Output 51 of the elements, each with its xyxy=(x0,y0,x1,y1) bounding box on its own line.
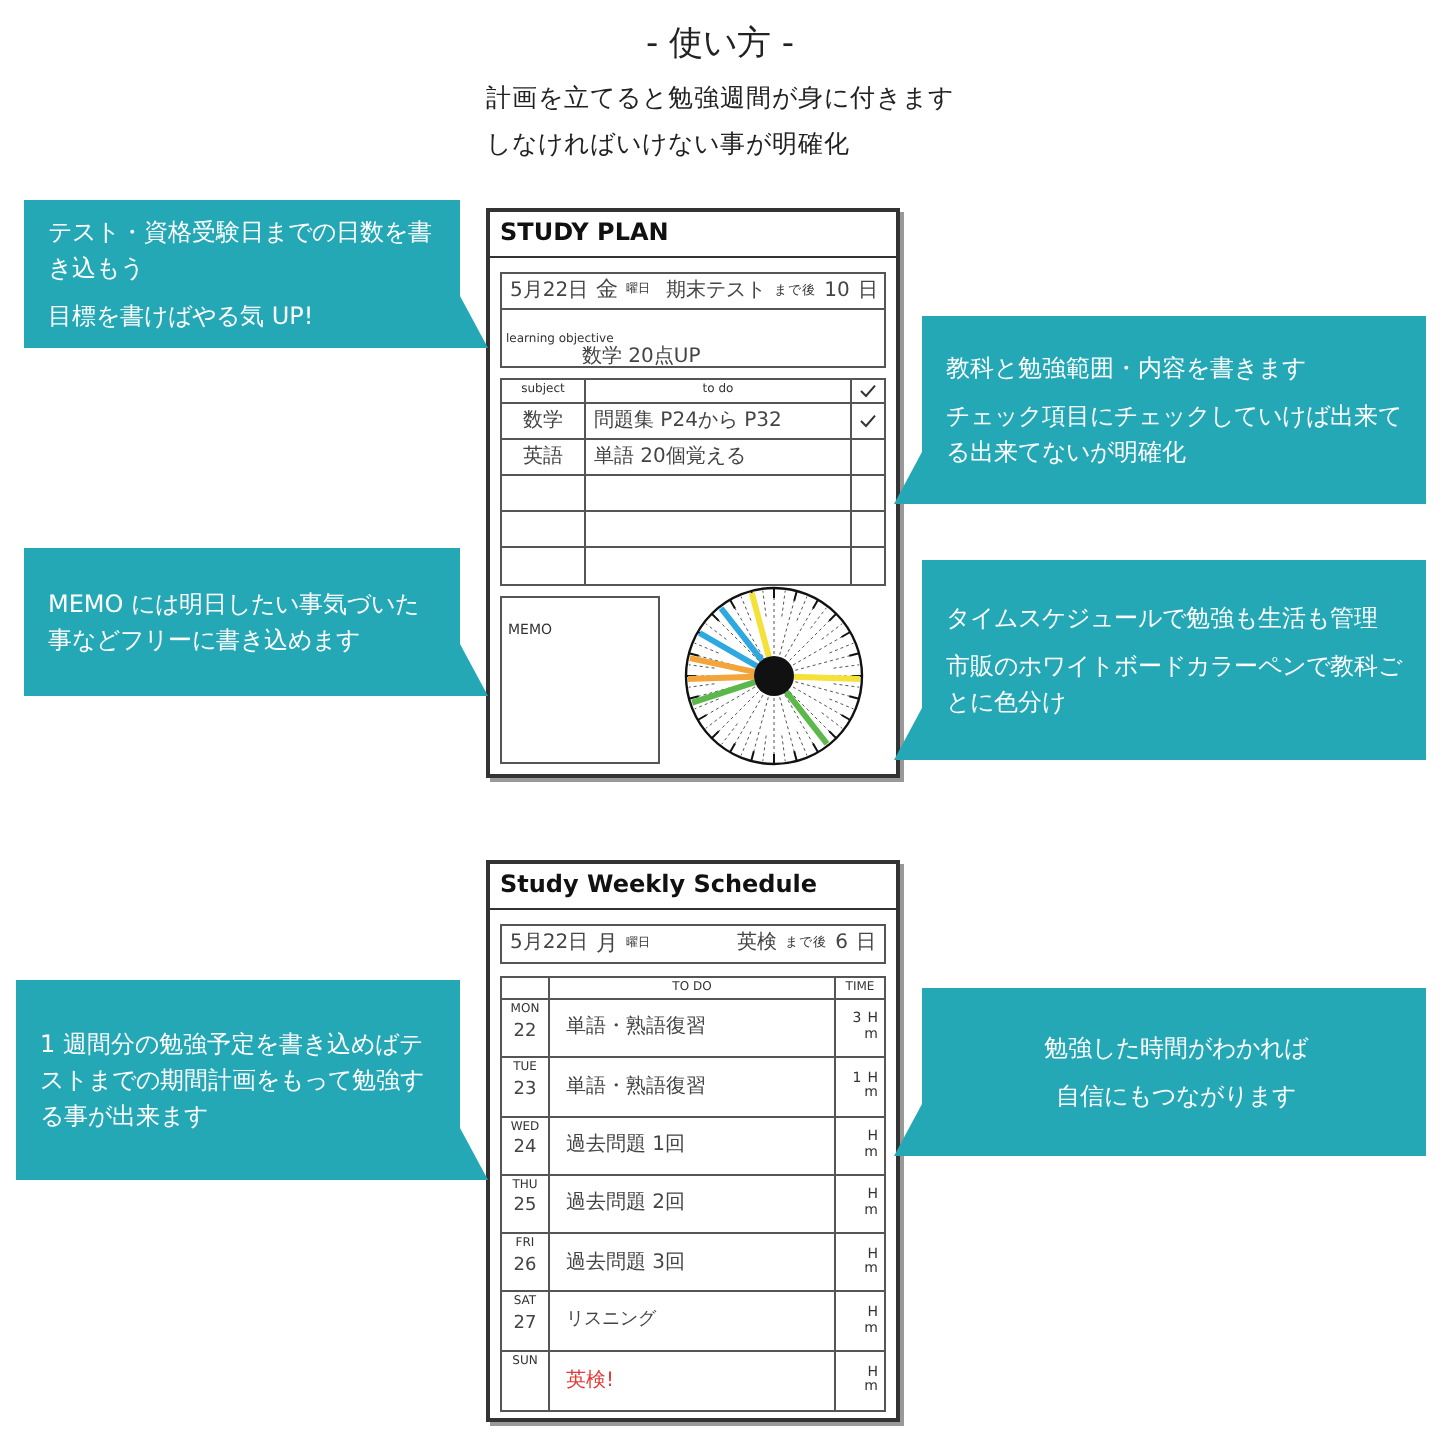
handwritten-text: 英検 xyxy=(737,932,778,956)
callout-text: タイムスケジュールで勉強も生活も管理 xyxy=(946,602,1378,636)
callout-text: チェック項目にチェックしていけば出来てる出来てないが明確化 xyxy=(946,400,1404,470)
handwritten-text: 月 xyxy=(596,931,619,957)
callout-bubble xyxy=(894,316,1426,504)
subtitle-text: 計画を立てると勉強週間が身に付きます xyxy=(486,82,954,116)
date-number: 26 xyxy=(513,1255,537,1277)
date-number: 27 xyxy=(513,1314,537,1335)
sheet-title: STUDY PLAN xyxy=(490,212,896,258)
callout-text: MEMO には明日したい事気づいた事などフリーに書き込めます xyxy=(48,588,422,658)
callout-text: テスト・資格受験日までの日数を書き込もう xyxy=(48,216,434,286)
callout-text: 勉強した時間がわかれば xyxy=(1044,1032,1308,1066)
handwritten-text: 問題集 P24から P32 xyxy=(594,409,782,433)
callout-text: 目標を書けばやる気 UP! xyxy=(48,300,314,334)
callout-bubble xyxy=(894,560,1426,760)
handwritten-text: 数学 20点UP xyxy=(582,346,701,368)
handwritten-text: 日 xyxy=(856,932,876,956)
handwritten-text: 期末テスト xyxy=(666,279,767,303)
handwritten-text: 5月22日 xyxy=(510,279,589,303)
weekly-schedule-sheet xyxy=(486,860,900,1422)
handwritten-text: 日 xyxy=(857,279,878,303)
handwritten-text: 過去問題 3回 xyxy=(566,1251,686,1275)
handwritten-text: 5月22日 xyxy=(510,932,589,956)
date-number: 25 xyxy=(513,1196,537,1218)
callout-text: 自信にもつながります xyxy=(1056,1080,1296,1114)
page-title: - 使い方 - xyxy=(643,22,797,66)
sheet-title: Study Weekly Schedule xyxy=(490,864,896,910)
date-number: 23 xyxy=(513,1079,537,1101)
handwritten-text: 金 xyxy=(596,278,619,304)
study-plan-sheet xyxy=(486,208,900,778)
handwritten-text: 10 xyxy=(824,279,850,303)
subtitle-text: しなければいけない事が明確化 xyxy=(486,128,850,162)
callout-text: 1 週間分の勉強予定を書き込めばテストまでの期間計画をもって勉強する事が出来ます xyxy=(40,1028,426,1134)
handwritten-text: 英語 xyxy=(523,445,563,469)
handwritten-text: リスニング xyxy=(566,1310,656,1332)
handwritten-text: 単語 20個覚える xyxy=(594,445,746,469)
handwritten-text: 数学 xyxy=(523,409,563,433)
handwritten-text: 6 xyxy=(835,932,848,956)
date-number: 22 xyxy=(513,1021,537,1042)
handwritten-text: 過去問題 2回 xyxy=(566,1192,686,1216)
handwritten-text: 過去問題 1回 xyxy=(566,1133,686,1157)
callout-bubble xyxy=(894,988,1426,1156)
handwritten-text: 単語・熟語復習 xyxy=(566,1075,706,1099)
callout-bubble xyxy=(24,548,488,696)
callout-bubble xyxy=(24,200,488,348)
date-number: 24 xyxy=(513,1138,537,1160)
callout-text: 市販のホワイトボードカラーペンで教科ごとに色分け xyxy=(946,650,1404,720)
callout-text: 教科と勉強範囲・内容を書きます xyxy=(946,352,1306,386)
callout-bubble xyxy=(16,980,488,1180)
handwritten-text: 単語・熟語復習 xyxy=(566,1016,706,1040)
handwritten-text: 英検! xyxy=(566,1369,615,1393)
